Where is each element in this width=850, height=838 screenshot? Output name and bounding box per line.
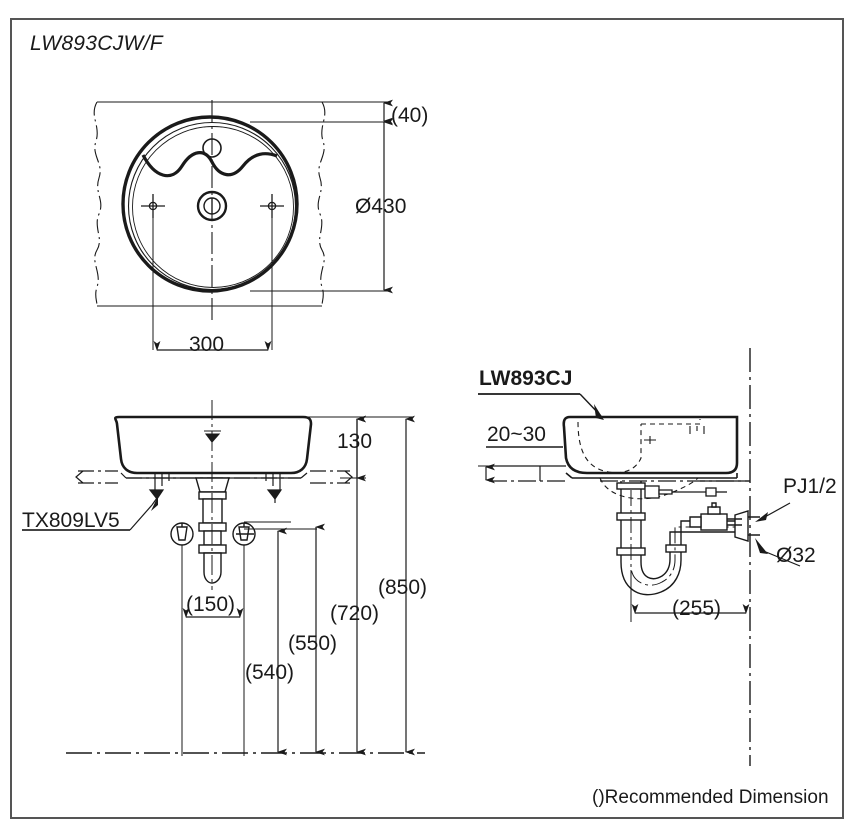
side-elevation-group xyxy=(22,348,801,766)
front-basin-underrim-skirt xyxy=(120,472,308,479)
dimension-label-diameter: Ø430 xyxy=(355,195,407,218)
page-title: LW893CJW/F xyxy=(30,32,163,55)
callout-label-tx809lv5: TX809LV5 xyxy=(22,509,120,532)
plan-view-group xyxy=(93,99,393,351)
basin-rim-circle-2 xyxy=(132,126,294,288)
dimension-label-basin-depth: 130 xyxy=(337,430,373,453)
callout-leader-pj12 xyxy=(755,502,791,522)
side-bowl-hidden xyxy=(577,421,642,474)
front-elevation-group xyxy=(22,400,425,756)
side-tailpiece-connector xyxy=(644,485,727,499)
front-basin-body xyxy=(113,415,313,475)
dimension-label-counter-thickness: 20~30 xyxy=(487,423,546,446)
dimension-label-hole-spacing: 300 xyxy=(189,333,225,356)
dimension-label-wall-offset: (255) xyxy=(672,597,722,620)
footer-note: ()Recommended Dimension xyxy=(592,787,829,808)
dimension-label-720: (720) xyxy=(330,602,380,625)
callout-label-pj12: PJ1/2 xyxy=(783,475,837,498)
callout-label-lw893cj: LW893CJ xyxy=(479,367,573,390)
side-overflow-marks xyxy=(644,426,705,444)
dimension-label-trap-offset: (150) xyxy=(186,593,236,616)
supply-stop-right xyxy=(232,522,256,546)
dimension-label-540: (540) xyxy=(245,661,295,684)
side-trap-assembly xyxy=(616,481,742,596)
dimension-label-rim-offset: (40) xyxy=(391,104,429,127)
dimension-label-550: (550) xyxy=(288,632,338,655)
dimension-label-850: (850) xyxy=(378,576,428,599)
basin-rim-circle-1 xyxy=(127,121,297,291)
basin-outer-circle xyxy=(121,115,299,293)
side-basin-lip-edge xyxy=(565,472,738,479)
callout-label-dia32: Ø32 xyxy=(776,544,816,567)
side-basin-body xyxy=(562,415,739,475)
side-supply-valve xyxy=(689,502,742,531)
supply-stop-left xyxy=(170,522,194,546)
wall-flange xyxy=(734,510,760,542)
mounting-clip-right xyxy=(265,473,283,503)
side-overflow-hidden xyxy=(641,419,701,425)
sheet-border xyxy=(10,18,844,819)
callout-leader-dia32 xyxy=(755,538,801,567)
